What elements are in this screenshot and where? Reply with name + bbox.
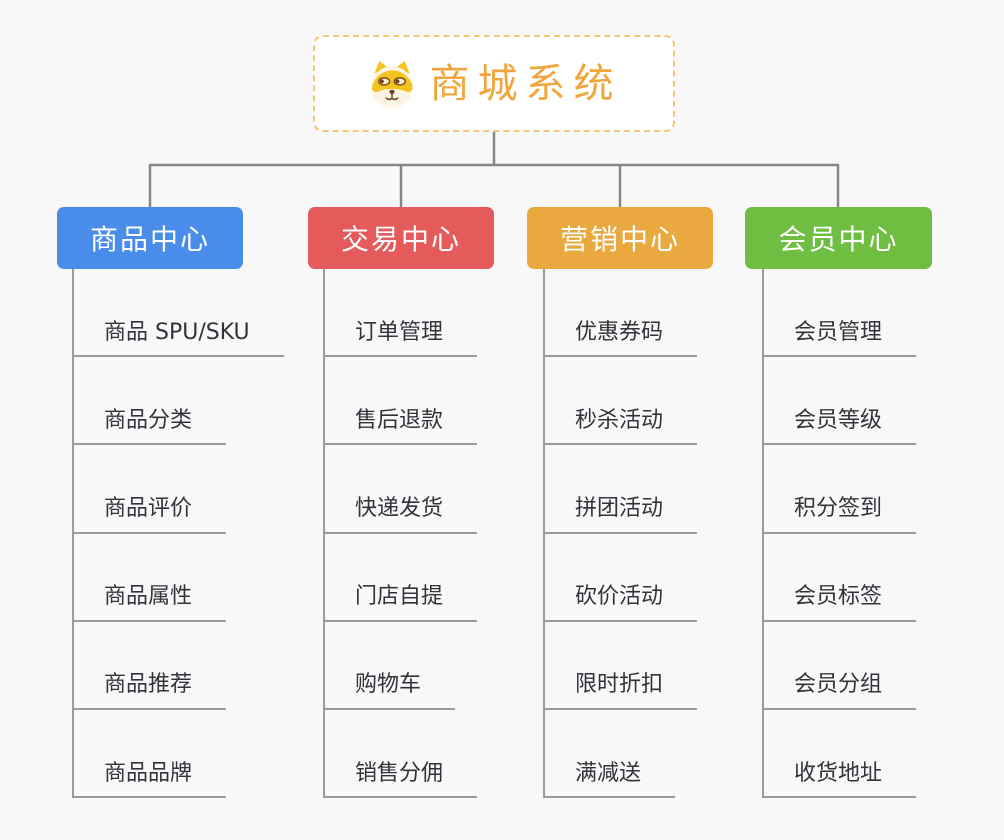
mindmap-node[interactable]: 快递发货: [325, 495, 478, 534]
mindmap-node[interactable]: 订单管理: [325, 319, 478, 358]
mindmap-node[interactable]: 商品品牌: [74, 760, 227, 799]
item-list-marketing-center: 优惠券码 秒杀活动 拼团活动 砍价活动 限时折扣 满减送: [543, 269, 698, 799]
mindmap-node[interactable]: 积分签到: [764, 495, 917, 534]
list-item: 门店自提: [325, 534, 478, 622]
root-title: 商城系统: [429, 60, 622, 107]
mindmap-node[interactable]: 销售分佣: [325, 760, 478, 799]
mindmap-node[interactable]: 商品属性: [74, 583, 227, 622]
item-list-member-center: 会员管理 会员等级 积分签到 会员标签 会员分组 收货地址: [762, 269, 917, 799]
item-list-trade-center: 订单管理 售后退款 快递发货 门店自提 购物车 销售分佣: [323, 269, 478, 799]
branch-box-trade-center[interactable]: 交易中心: [308, 207, 494, 269]
mindmap-node[interactable]: 拼团活动: [545, 495, 698, 534]
list-item: 优惠券码: [545, 269, 698, 358]
item-list-product-center: 商品 SPU/SKU 商品分类 商品评价 商品属性 商品推荐 商品品牌: [72, 269, 284, 799]
list-item: 拼团活动: [545, 445, 698, 534]
shiba-dog-icon: [370, 60, 413, 108]
mindmap-node[interactable]: 砍价活动: [545, 583, 698, 622]
list-item: 商品分类: [74, 357, 284, 446]
list-item: 限时折扣: [545, 622, 698, 710]
mindmap-node[interactable]: 满减送: [545, 760, 676, 799]
list-item: 购物车: [325, 622, 477, 710]
mindmap-node[interactable]: 会员管理: [764, 319, 917, 358]
list-item: 商品品牌: [74, 710, 284, 799]
branch-box-marketing-center[interactable]: 营销中心: [527, 207, 713, 269]
mindmap-node[interactable]: 会员等级: [764, 407, 917, 446]
list-item: 快递发货: [325, 445, 478, 534]
mindmap-node[interactable]: 限时折扣: [545, 671, 698, 710]
mindmap-node[interactable]: 会员标签: [764, 583, 917, 622]
mindmap-node[interactable]: 购物车: [325, 671, 456, 710]
list-item: 订单管理: [325, 269, 478, 358]
list-item: 秒杀活动: [545, 357, 698, 446]
list-item: 销售分佣: [325, 710, 478, 799]
list-item: 会员管理: [764, 269, 917, 358]
list-item: 商品 SPU/SKU: [74, 269, 284, 358]
list-item: 积分签到: [764, 445, 917, 534]
list-item: 商品推荐: [74, 622, 284, 710]
mindmap-node[interactable]: 门店自提: [325, 583, 478, 622]
mindmap-node[interactable]: 秒杀活动: [545, 407, 698, 446]
list-item: 会员分组: [764, 622, 917, 710]
list-item: 商品评价: [74, 445, 284, 534]
mindmap-node[interactable]: 优惠券码: [545, 319, 698, 358]
mindmap-node[interactable]: 售后退款: [325, 407, 478, 446]
branch-box-product-center[interactable]: 商品中心: [57, 207, 243, 269]
mindmap-node[interactable]: 商品推荐: [74, 671, 227, 710]
mindmap-node[interactable]: 商品分类: [74, 407, 227, 446]
list-item: 收货地址: [764, 710, 917, 799]
mindmap-node[interactable]: 商品评价: [74, 495, 227, 534]
list-item: 砍价活动: [545, 534, 698, 622]
list-item: 会员等级: [764, 357, 917, 446]
branch-bracket-line: [148, 163, 840, 208]
root-node-mall-system[interactable]: 商城系统: [313, 35, 675, 132]
list-item: 售后退款: [325, 357, 478, 446]
mindmap-node[interactable]: 商品 SPU/SKU: [74, 319, 284, 358]
list-item: 满减送: [545, 710, 697, 799]
list-item: 会员标签: [764, 534, 917, 622]
branch-box-member-center[interactable]: 会员中心: [745, 207, 932, 269]
mindmap-node[interactable]: 会员分组: [764, 671, 917, 710]
list-item: 商品属性: [74, 534, 284, 622]
mindmap-node[interactable]: 收货地址: [764, 760, 917, 799]
